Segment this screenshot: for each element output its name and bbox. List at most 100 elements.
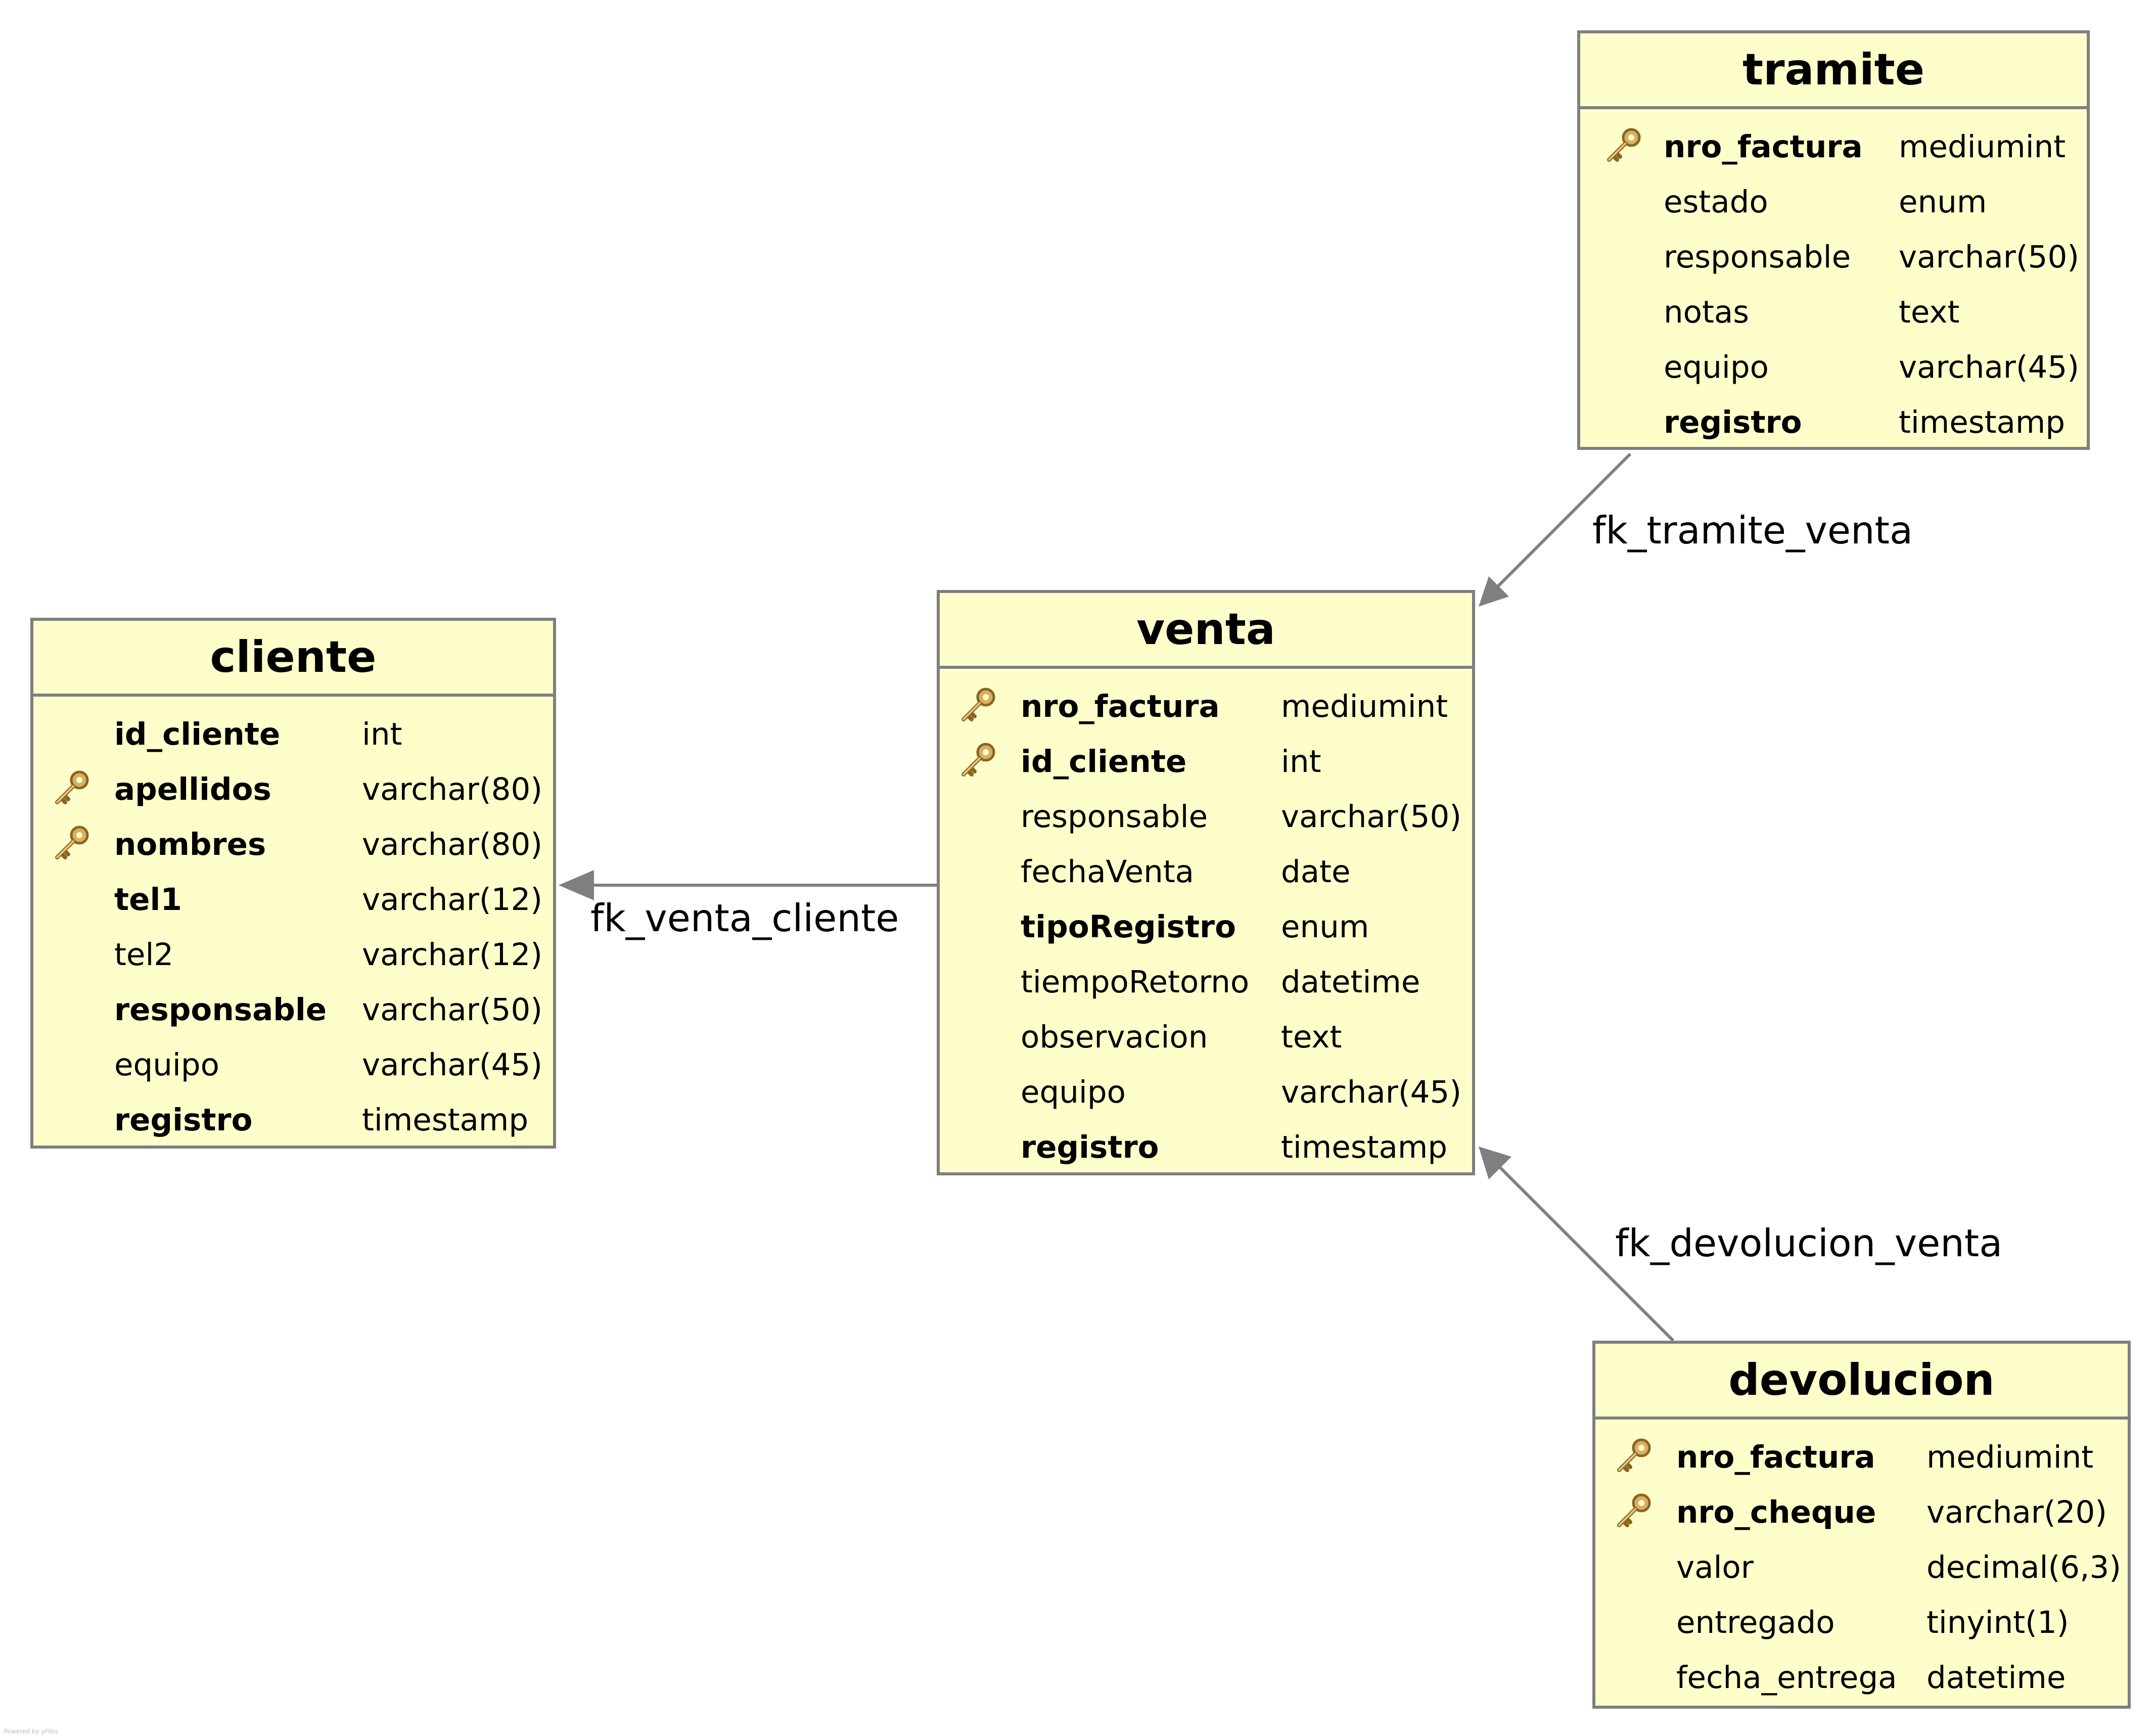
- column-row[interactable]: registro timestamp: [1580, 395, 2087, 450]
- column-type: decimal(6,3): [1926, 1549, 2122, 1585]
- entity-cliente[interactable]: cliente id_cliente int apellidos varchar(80…: [30, 618, 556, 1149]
- column-name: tel2: [114, 937, 174, 973]
- entity-cliente-title: cliente: [33, 621, 553, 697]
- column-name: id_cliente: [1021, 744, 1187, 780]
- arrowhead-tramite-venta: [1479, 576, 1509, 607]
- column-row[interactable]: valor decimal(6,3): [1595, 1540, 2128, 1595]
- column-row[interactable]: nro_factura mediumint: [940, 679, 1472, 734]
- relation-label-tramite-venta: fk_tramite_venta: [1592, 508, 1913, 553]
- column-type: mediumint: [1281, 689, 1448, 724]
- column-row[interactable]: fechaVenta date: [940, 844, 1472, 899]
- column-type: varchar(20): [1926, 1494, 2107, 1530]
- column-name: responsable: [1021, 799, 1208, 835]
- column-name: nombres: [114, 827, 266, 862]
- arrowhead-devolucion-venta: [1479, 1147, 1511, 1179]
- column-row[interactable]: tel1 varchar(12): [33, 872, 553, 927]
- column-row[interactable]: nro_cheque varchar(20): [1595, 1485, 2128, 1540]
- column-row[interactable]: responsable varchar(50): [940, 789, 1472, 844]
- column-name: nro_factura: [1664, 129, 1863, 165]
- column-type: int: [1281, 744, 1321, 780]
- column-name: tiempoRetorno: [1021, 964, 1250, 1000]
- column-name: entregado: [1676, 1605, 1835, 1640]
- column-type: mediumint: [1899, 129, 2066, 165]
- column-row[interactable]: estado enum: [1580, 174, 2087, 230]
- column-name: observacion: [1021, 1019, 1208, 1055]
- arrowhead-venta-cliente: [559, 870, 594, 900]
- column-row[interactable]: tiempoRetorno datetime: [940, 954, 1472, 1010]
- entity-venta-title: venta: [940, 593, 1472, 669]
- primary-key-icon: [51, 824, 91, 864]
- column-type: int: [362, 716, 402, 752]
- column-type: timestamp: [362, 1102, 529, 1138]
- relation-label-devolucion-venta: fk_devolucion_venta: [1615, 1221, 2003, 1265]
- column-name: nro_factura: [1021, 689, 1220, 724]
- column-type: text: [1281, 1019, 1342, 1055]
- column-type: varchar(12): [362, 882, 543, 918]
- connector-devolucion-venta: [1491, 1159, 1675, 1342]
- column-name: registro: [1664, 404, 1802, 440]
- column-type: varchar(50): [1281, 799, 1462, 835]
- column-row[interactable]: notas text: [1580, 285, 2087, 340]
- entity-venta[interactable]: venta nro_factura mediumint id_cliente int r…: [937, 590, 1475, 1175]
- primary-key-icon: [957, 741, 998, 782]
- column-type: timestamp: [1899, 404, 2066, 440]
- column-type: datetime: [1926, 1660, 2066, 1696]
- entity-tramite-columns: nro_factura mediumint estado enum responsabl…: [1580, 109, 2087, 450]
- column-type: timestamp: [1281, 1129, 1448, 1165]
- column-name: estado: [1664, 184, 1768, 220]
- column-type: text: [1899, 294, 1960, 330]
- column-row[interactable]: registro timestamp: [940, 1120, 1472, 1175]
- entity-devolucion-title: devolucion: [1595, 1344, 2128, 1420]
- entity-venta-columns: nro_factura mediumint id_cliente int respons…: [940, 669, 1472, 1175]
- primary-key-icon: [1603, 126, 1643, 167]
- column-type: date: [1281, 854, 1351, 890]
- column-row[interactable]: fecha_entrega datetime: [1595, 1650, 2128, 1705]
- column-type: varchar(45): [1281, 1074, 1462, 1110]
- column-type: varchar(50): [1899, 239, 2080, 275]
- column-row[interactable]: id_cliente int: [940, 734, 1472, 789]
- primary-key-icon: [1613, 1492, 1654, 1532]
- watermark: Powered by yFiles: [4, 1728, 58, 1735]
- column-name: equipo: [114, 1047, 219, 1083]
- column-row[interactable]: registro timestamp: [33, 1092, 553, 1148]
- entity-cliente-columns: id_cliente int apellidos varchar(80) nombres…: [33, 697, 553, 1148]
- column-type: varchar(12): [362, 937, 543, 973]
- column-type: datetime: [1281, 964, 1420, 1000]
- primary-key-icon: [1613, 1437, 1654, 1477]
- entity-tramite[interactable]: tramite nro_factura mediumint estado enum re…: [1577, 30, 2090, 450]
- primary-key-icon: [957, 686, 998, 726]
- column-name: registro: [114, 1102, 253, 1138]
- column-type: tinyint(1): [1926, 1605, 2069, 1640]
- column-row[interactable]: entregado tinyint(1): [1595, 1595, 2128, 1650]
- column-name: tipoRegistro: [1021, 909, 1236, 945]
- column-row[interactable]: tel2 varchar(12): [33, 927, 553, 982]
- column-name: apellidos: [114, 771, 271, 807]
- column-name: notas: [1664, 294, 1750, 330]
- entity-tramite-title: tramite: [1580, 33, 2087, 109]
- column-type: enum: [1899, 184, 1987, 220]
- column-name: nro_factura: [1676, 1439, 1875, 1475]
- column-name: id_cliente: [114, 716, 281, 752]
- column-type: varchar(80): [362, 771, 543, 807]
- column-row[interactable]: observacion text: [940, 1010, 1472, 1065]
- column-name: fechaVenta: [1021, 854, 1195, 890]
- column-name: responsable: [114, 992, 327, 1028]
- column-name: fecha_entrega: [1676, 1660, 1897, 1696]
- column-name: tel1: [114, 882, 182, 918]
- column-name: nro_cheque: [1676, 1494, 1876, 1530]
- column-row[interactable]: id_cliente int: [33, 707, 553, 762]
- column-name: registro: [1021, 1129, 1159, 1165]
- column-row[interactable]: apellidos varchar(80): [33, 762, 553, 817]
- column-row[interactable]: nro_factura mediumint: [1580, 119, 2087, 174]
- column-name: valor: [1676, 1549, 1754, 1585]
